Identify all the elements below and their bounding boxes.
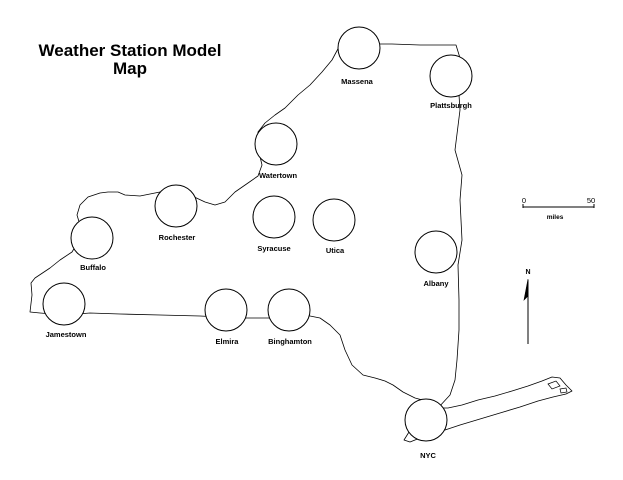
station-circle-utica — [312, 198, 356, 242]
station-label-rochester: Rochester — [159, 233, 196, 242]
station-label-plattsburgh: Plattsburgh — [430, 101, 472, 110]
north-arrow-head-icon — [523, 278, 529, 301]
station-circle-massena — [337, 26, 381, 70]
scale-start-label: 0 — [522, 196, 526, 205]
station-label-utica: Utica — [326, 246, 345, 255]
station-label-elmira: Elmira — [216, 337, 240, 346]
scale-units-label: miles — [547, 214, 564, 221]
station-label-albany: Albany — [423, 279, 449, 288]
station-circle-elmira — [204, 288, 248, 332]
map-title-line-1: Weather Station Model — [38, 41, 222, 60]
scale-bar: 0 50 miles — [522, 196, 595, 221]
map-title-line-2: Map — [113, 59, 147, 78]
station-label-buffalo: Buffalo — [80, 263, 106, 272]
station-circle-albany — [414, 230, 458, 274]
station-circle-jamestown — [42, 282, 86, 326]
station-label-binghamton: Binghamton — [268, 337, 312, 346]
long-island-outline — [403, 376, 573, 443]
station-circle-nyc — [404, 398, 448, 442]
station-label-massena: Massena — [341, 77, 374, 86]
station-label-watertown: Watertown — [259, 171, 297, 180]
station-circle-buffalo — [70, 216, 114, 260]
map-title: Weather Station Model Map — [20, 42, 240, 78]
station-circle-rochester — [154, 184, 198, 228]
island-outline — [547, 380, 561, 390]
station-label-jamestown: Jamestown — [46, 330, 87, 339]
station-circle-syracuse — [252, 195, 296, 239]
station-label-syracuse: Syracuse — [257, 244, 290, 253]
station-circle-plattsburgh — [429, 54, 473, 98]
station-circle-watertown — [254, 122, 298, 166]
north-label: N — [525, 269, 530, 276]
north-arrow: N — [523, 269, 531, 344]
station-label-nyc: NYC — [420, 451, 436, 460]
station-circle-binghamton — [267, 288, 311, 332]
island-outline — [559, 387, 568, 394]
scale-end-label: 50 — [587, 196, 595, 205]
